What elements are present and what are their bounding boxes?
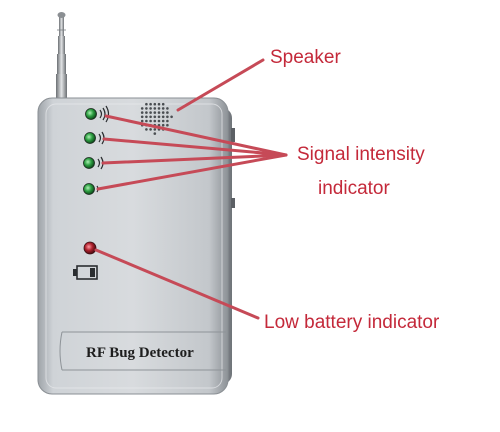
signal-wave-icon: [99, 105, 110, 123]
leader-line-signal-3: [101, 153, 288, 165]
leader-line-speaker: [176, 58, 265, 112]
battery-led: [83, 241, 97, 255]
leader-line-signal-4: [96, 153, 288, 191]
leader-line-battery: [94, 248, 260, 320]
leader-line-signal-1: [104, 114, 288, 157]
speaker-grille-icon: [140, 102, 173, 135]
device-body: [37, 97, 235, 395]
signal-led-1: [85, 105, 110, 123]
battery-icon: [73, 265, 98, 280]
antenna: [56, 12, 67, 100]
leader-line-signal-2: [102, 137, 288, 157]
leader-lines: [94, 58, 288, 320]
signal-led-2: [84, 131, 105, 145]
